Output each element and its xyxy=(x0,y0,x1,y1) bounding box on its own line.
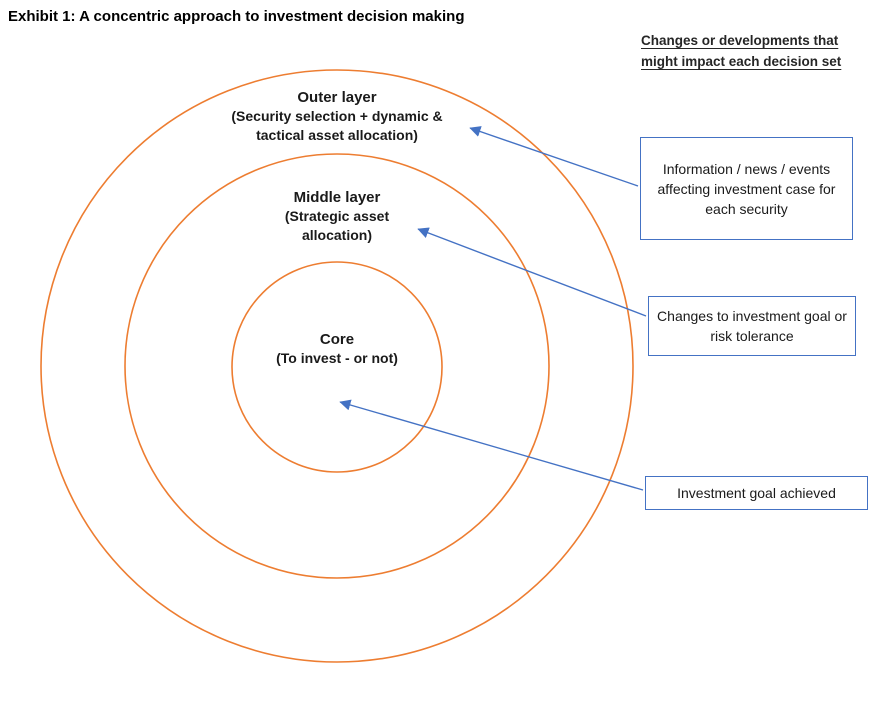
middle-layer-label: Middle layer (Strategic asset allocation… xyxy=(267,188,407,245)
core-label: Core (To invest - or not) xyxy=(247,330,427,368)
outer-circle xyxy=(40,69,634,663)
legend-box-goal-change: Changes to investment goal or risk toler… xyxy=(648,296,856,356)
middle-layer-subtitle: (Strategic asset allocation) xyxy=(284,208,390,243)
legend-box-goal-achieved: Investment goal achieved xyxy=(645,476,868,510)
middle-layer-title: Middle layer xyxy=(293,189,381,206)
legend-box-information: Information / news / events affecting in… xyxy=(640,137,853,240)
outer-layer-subtitle: (Security selection + dynamic & tactical… xyxy=(231,108,443,143)
middle-circle xyxy=(124,153,550,579)
arrow-to-core xyxy=(339,399,644,491)
core-circle xyxy=(231,261,443,473)
outer-layer-title: Outer layer xyxy=(297,89,377,106)
outer-layer-label: Outer layer (Security selection + dynami… xyxy=(212,88,462,145)
arrow-to-outer-layer xyxy=(469,126,639,187)
core-title: Core xyxy=(319,331,355,348)
legend-box-information-text: Information / news / events affecting in… xyxy=(657,160,836,217)
exhibit-title: Exhibit 1: A concentric approach to inve… xyxy=(8,8,465,25)
legend-box-goal-change-text: Changes to investment goal or risk toler… xyxy=(657,308,847,344)
legend-box-goal-achieved-text: Investment goal achieved xyxy=(677,485,836,501)
arrow-to-middle-layer xyxy=(417,227,647,317)
legend-heading: Changes or developments that might impac… xyxy=(641,33,842,69)
core-subtitle: (To invest - or not) xyxy=(276,350,398,366)
